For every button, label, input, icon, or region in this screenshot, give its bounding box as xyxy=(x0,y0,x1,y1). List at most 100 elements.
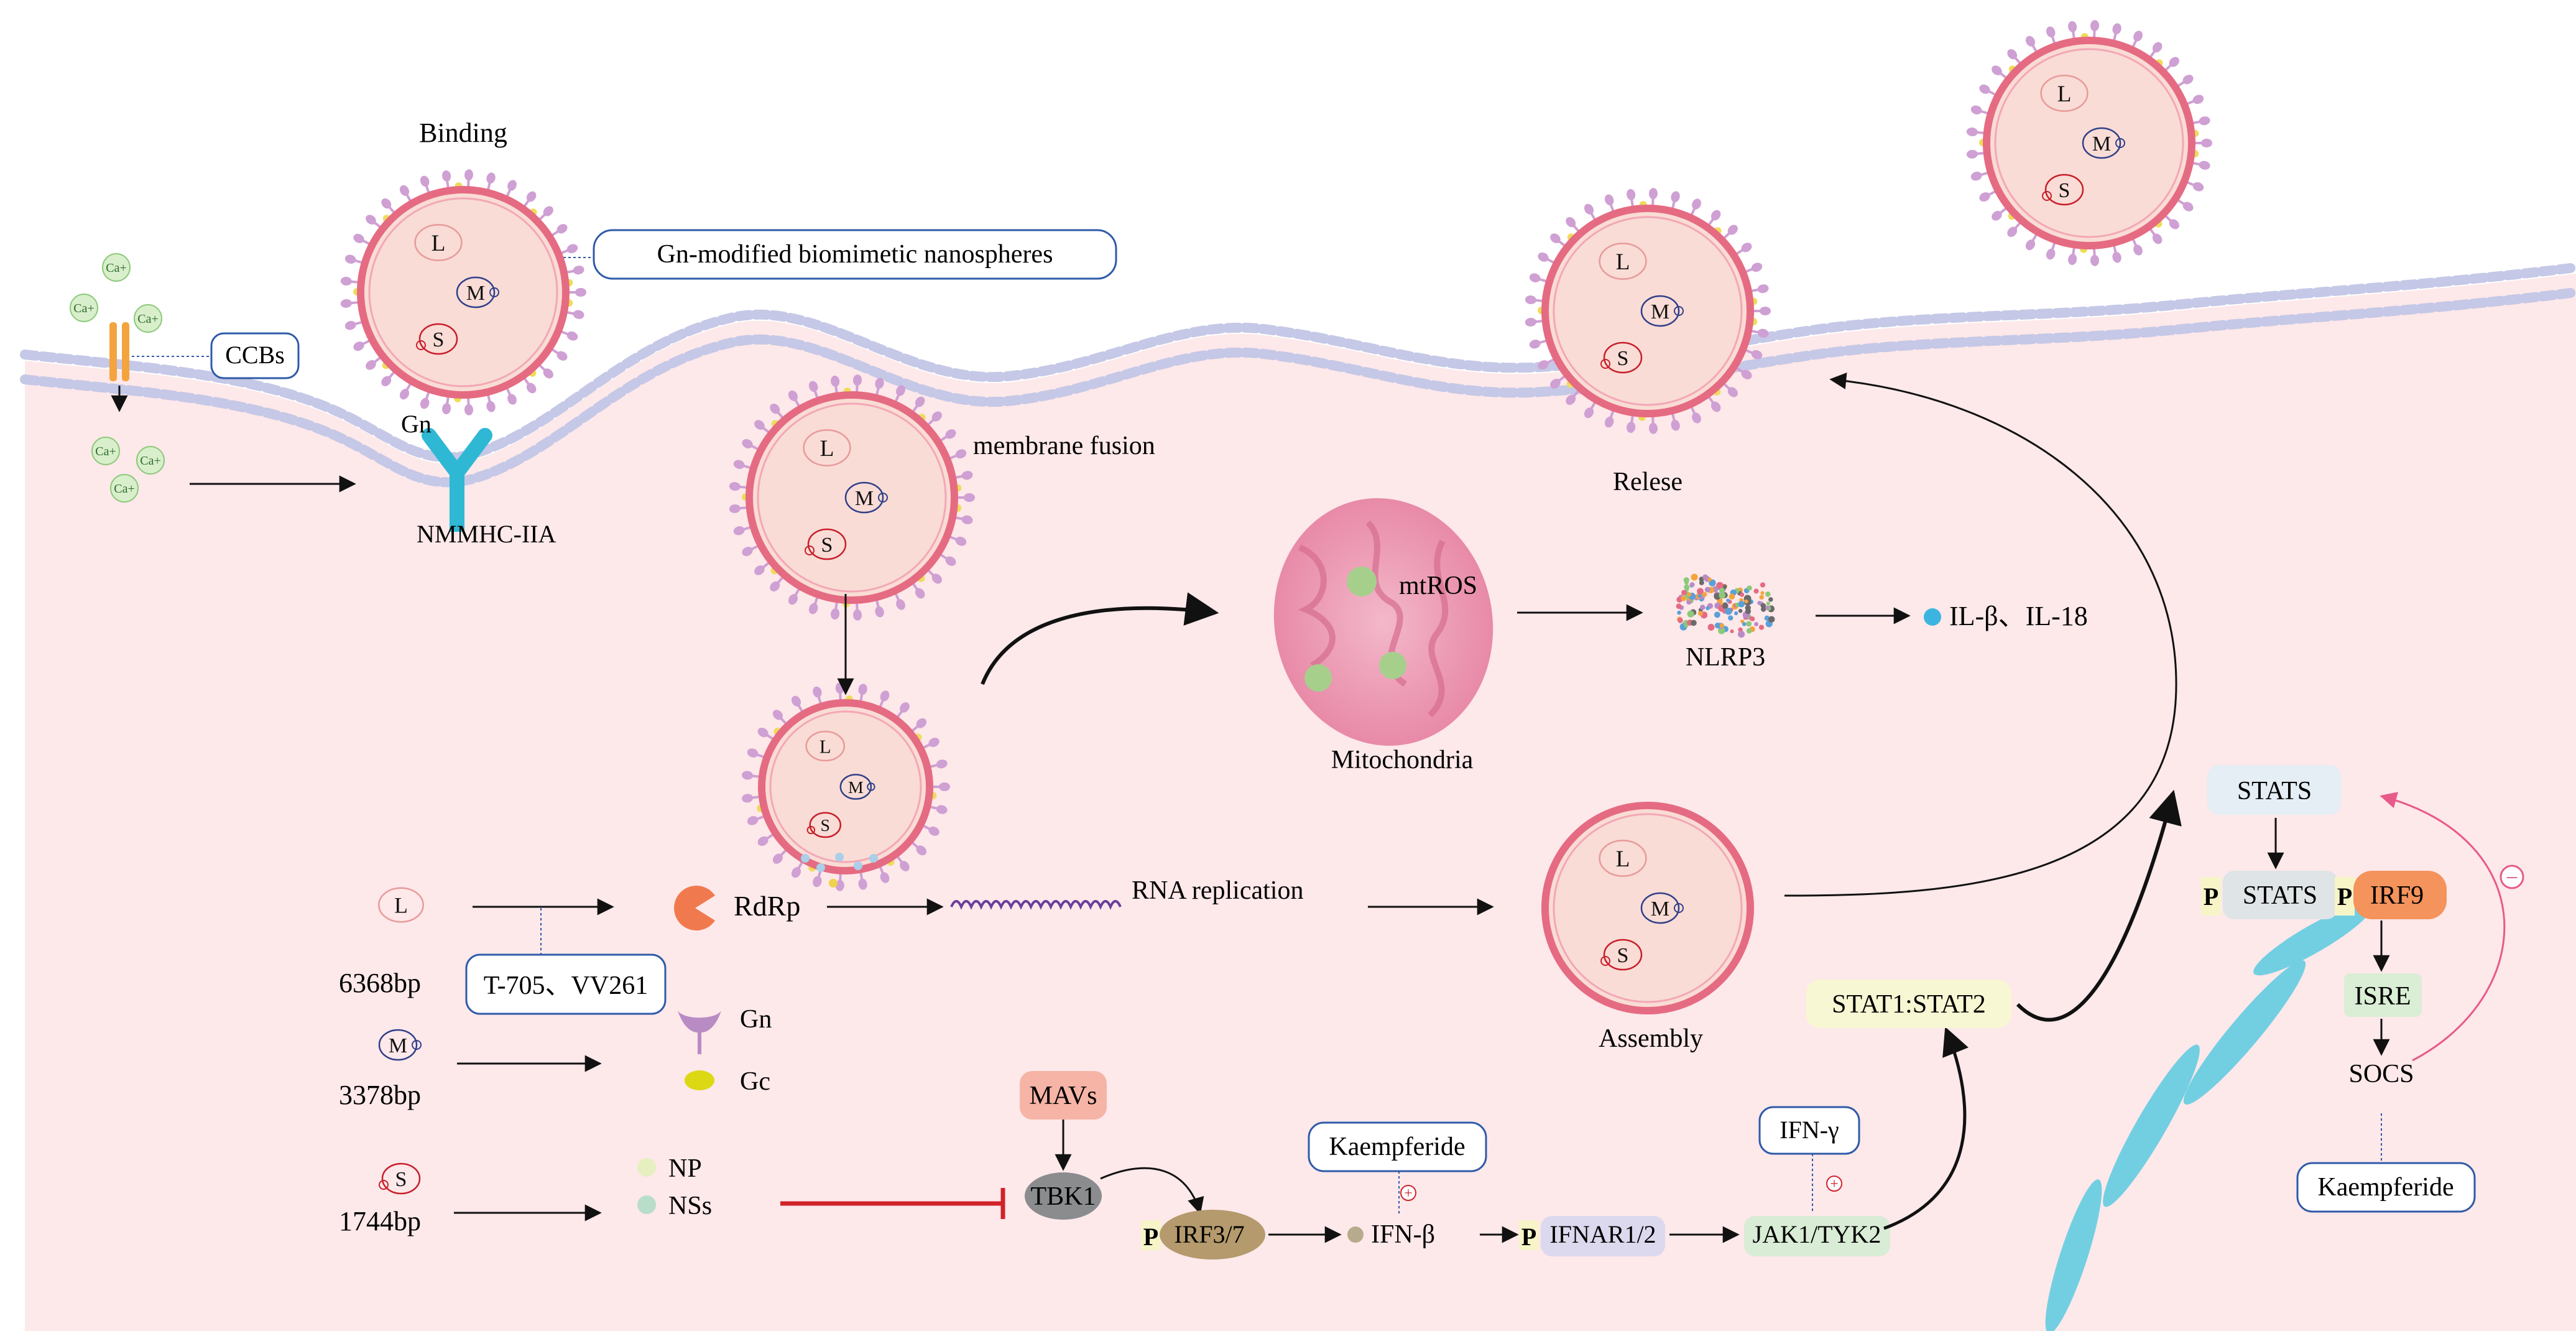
stats-p-label: P xyxy=(2204,883,2218,911)
ifn-gamma-box[interactable] xyxy=(1758,1106,1860,1155)
ca-ion: Ca+ xyxy=(102,253,131,282)
svg-text:M: M xyxy=(1651,300,1669,323)
socs-feedback-arrow xyxy=(2380,792,2506,1062)
rna-strand xyxy=(950,900,1122,910)
segment-m-icon: M xyxy=(839,774,875,800)
nlrp3-complex xyxy=(1676,573,1775,638)
segment-m-icon: M xyxy=(378,1029,422,1061)
nlrp3-particle xyxy=(1722,603,1729,609)
nlrp3-particle xyxy=(1691,619,1697,626)
stat-to-stats-arrow xyxy=(2016,789,2182,1022)
segment-l-icon: L xyxy=(1599,840,1647,877)
svg-text:Ca+: Ca+ xyxy=(137,312,159,326)
nlrp3-particle xyxy=(1677,610,1681,615)
nlrp3-particle xyxy=(1765,605,1770,610)
ifn-gamma-label: IFN-γ xyxy=(1780,1116,1839,1144)
t705-box[interactable] xyxy=(465,953,667,1015)
nlrp3-particle xyxy=(1747,585,1752,591)
p-stats-label: STATS xyxy=(2243,881,2317,910)
nlrp3-particle xyxy=(1726,598,1730,603)
nlrp3-particle xyxy=(1700,605,1706,610)
nlrp3-particle xyxy=(1768,597,1773,602)
virus-particle: LMS xyxy=(1966,20,2212,266)
cell-membrane xyxy=(20,262,2576,488)
ca-ion: Ca+ xyxy=(136,446,165,475)
plus-icon xyxy=(1826,1176,1842,1192)
segment-s-icon: S xyxy=(805,528,847,560)
nlrp3-particle xyxy=(1706,606,1710,611)
nlrp3-particle xyxy=(1687,592,1692,597)
cyan-streak xyxy=(2253,902,2373,976)
t705-label: T-705、VV261 xyxy=(484,972,648,1000)
svg-text:S: S xyxy=(1617,347,1629,370)
cyan-streaks xyxy=(2045,902,2373,1331)
svg-text:L: L xyxy=(394,893,408,918)
nlrp3-particle xyxy=(1759,595,1764,600)
svg-text:L: L xyxy=(1616,846,1630,872)
segment-m-icon: M xyxy=(1640,295,1684,327)
segment-l-icon: L xyxy=(2040,75,2089,112)
svg-text:S: S xyxy=(433,328,445,351)
ifnar-p-label: P xyxy=(1521,1223,1536,1251)
nlrp3-particle xyxy=(1719,591,1726,599)
socs-label: SOCS xyxy=(2348,1060,2414,1088)
ca-ion: Ca+ xyxy=(134,304,162,333)
nlrp3-particle xyxy=(1687,610,1694,618)
svg-text:L: L xyxy=(819,736,831,757)
irf-p-label: P xyxy=(1143,1223,1158,1251)
nlrp3-particle xyxy=(1760,606,1766,612)
kaempferide-mid-label: Kaempferide xyxy=(1329,1133,1465,1161)
ccbs-box[interactable] xyxy=(210,332,300,379)
nlrp3-particle xyxy=(1730,629,1734,634)
segment-m-icon: M xyxy=(1640,892,1684,924)
svg-text:M: M xyxy=(389,1034,407,1057)
nlrp3-particle xyxy=(1742,622,1747,626)
nlrp3-particle xyxy=(1707,577,1712,582)
nlrp3-particle xyxy=(1725,607,1732,615)
nlrp3-particle xyxy=(1686,599,1692,605)
stats-top-box xyxy=(2207,765,2341,815)
nlrp3-particle xyxy=(1766,601,1771,606)
svg-text:S: S xyxy=(1617,944,1629,967)
irf9-p-label: P xyxy=(2337,883,2352,911)
virus-particle: LMS xyxy=(1525,188,1771,434)
svg-text:Ca+: Ca+ xyxy=(73,302,95,315)
gc-protein-shape xyxy=(685,1070,714,1090)
svg-text:L: L xyxy=(432,231,446,256)
kaempferide-right-box[interactable] xyxy=(2296,1162,2476,1213)
kaempferide-mid-box[interactable] xyxy=(1308,1121,1487,1172)
tbk1-label: TBK1 xyxy=(1031,1182,1096,1211)
nlrp3-particle xyxy=(1689,582,1695,588)
segment-l-icon: L xyxy=(805,730,846,762)
jak-label: JAK1/TYK2 xyxy=(1753,1220,1881,1248)
segment-m-icon: M xyxy=(844,481,888,514)
segment-s-icon: S xyxy=(2042,174,2084,206)
virus-particle: LMS xyxy=(340,169,586,415)
stats-top-label: STATS xyxy=(2237,777,2312,805)
rdrp-shape xyxy=(674,886,715,931)
bp-s-label: 1744bp xyxy=(339,1206,421,1236)
nlrp3-particle xyxy=(1697,594,1702,598)
svg-text:M: M xyxy=(2092,132,2111,155)
nlrp3-particle xyxy=(1760,591,1765,595)
gn-nanospheres-box[interactable] xyxy=(593,229,1117,280)
nlrp3-particle xyxy=(1716,582,1724,590)
gc-label: Gc xyxy=(740,1067,770,1096)
svg-text:Ca+: Ca+ xyxy=(95,445,116,458)
nlrp3-particle xyxy=(1676,603,1682,610)
segment-s-icon: S xyxy=(1600,939,1643,971)
nlrp3-particle xyxy=(1760,582,1766,588)
mtros-label: mtROS xyxy=(1399,572,1477,600)
nlrp3-particle xyxy=(1704,587,1710,593)
svg-text:S: S xyxy=(821,816,830,835)
svg-text:S: S xyxy=(395,1168,407,1191)
nlrp3-particle xyxy=(1714,611,1720,618)
mitochondria-label: Mitochondria xyxy=(1331,746,1474,774)
gn-protein-shape xyxy=(678,1011,721,1054)
virus-particle: LMS xyxy=(729,374,975,621)
nlrp3-particle xyxy=(1754,622,1759,627)
kaempferide-right-label: Kaempferide xyxy=(2317,1173,2454,1202)
mavs-box xyxy=(1020,1071,1107,1120)
ccbs-label: CCBs xyxy=(225,341,285,369)
